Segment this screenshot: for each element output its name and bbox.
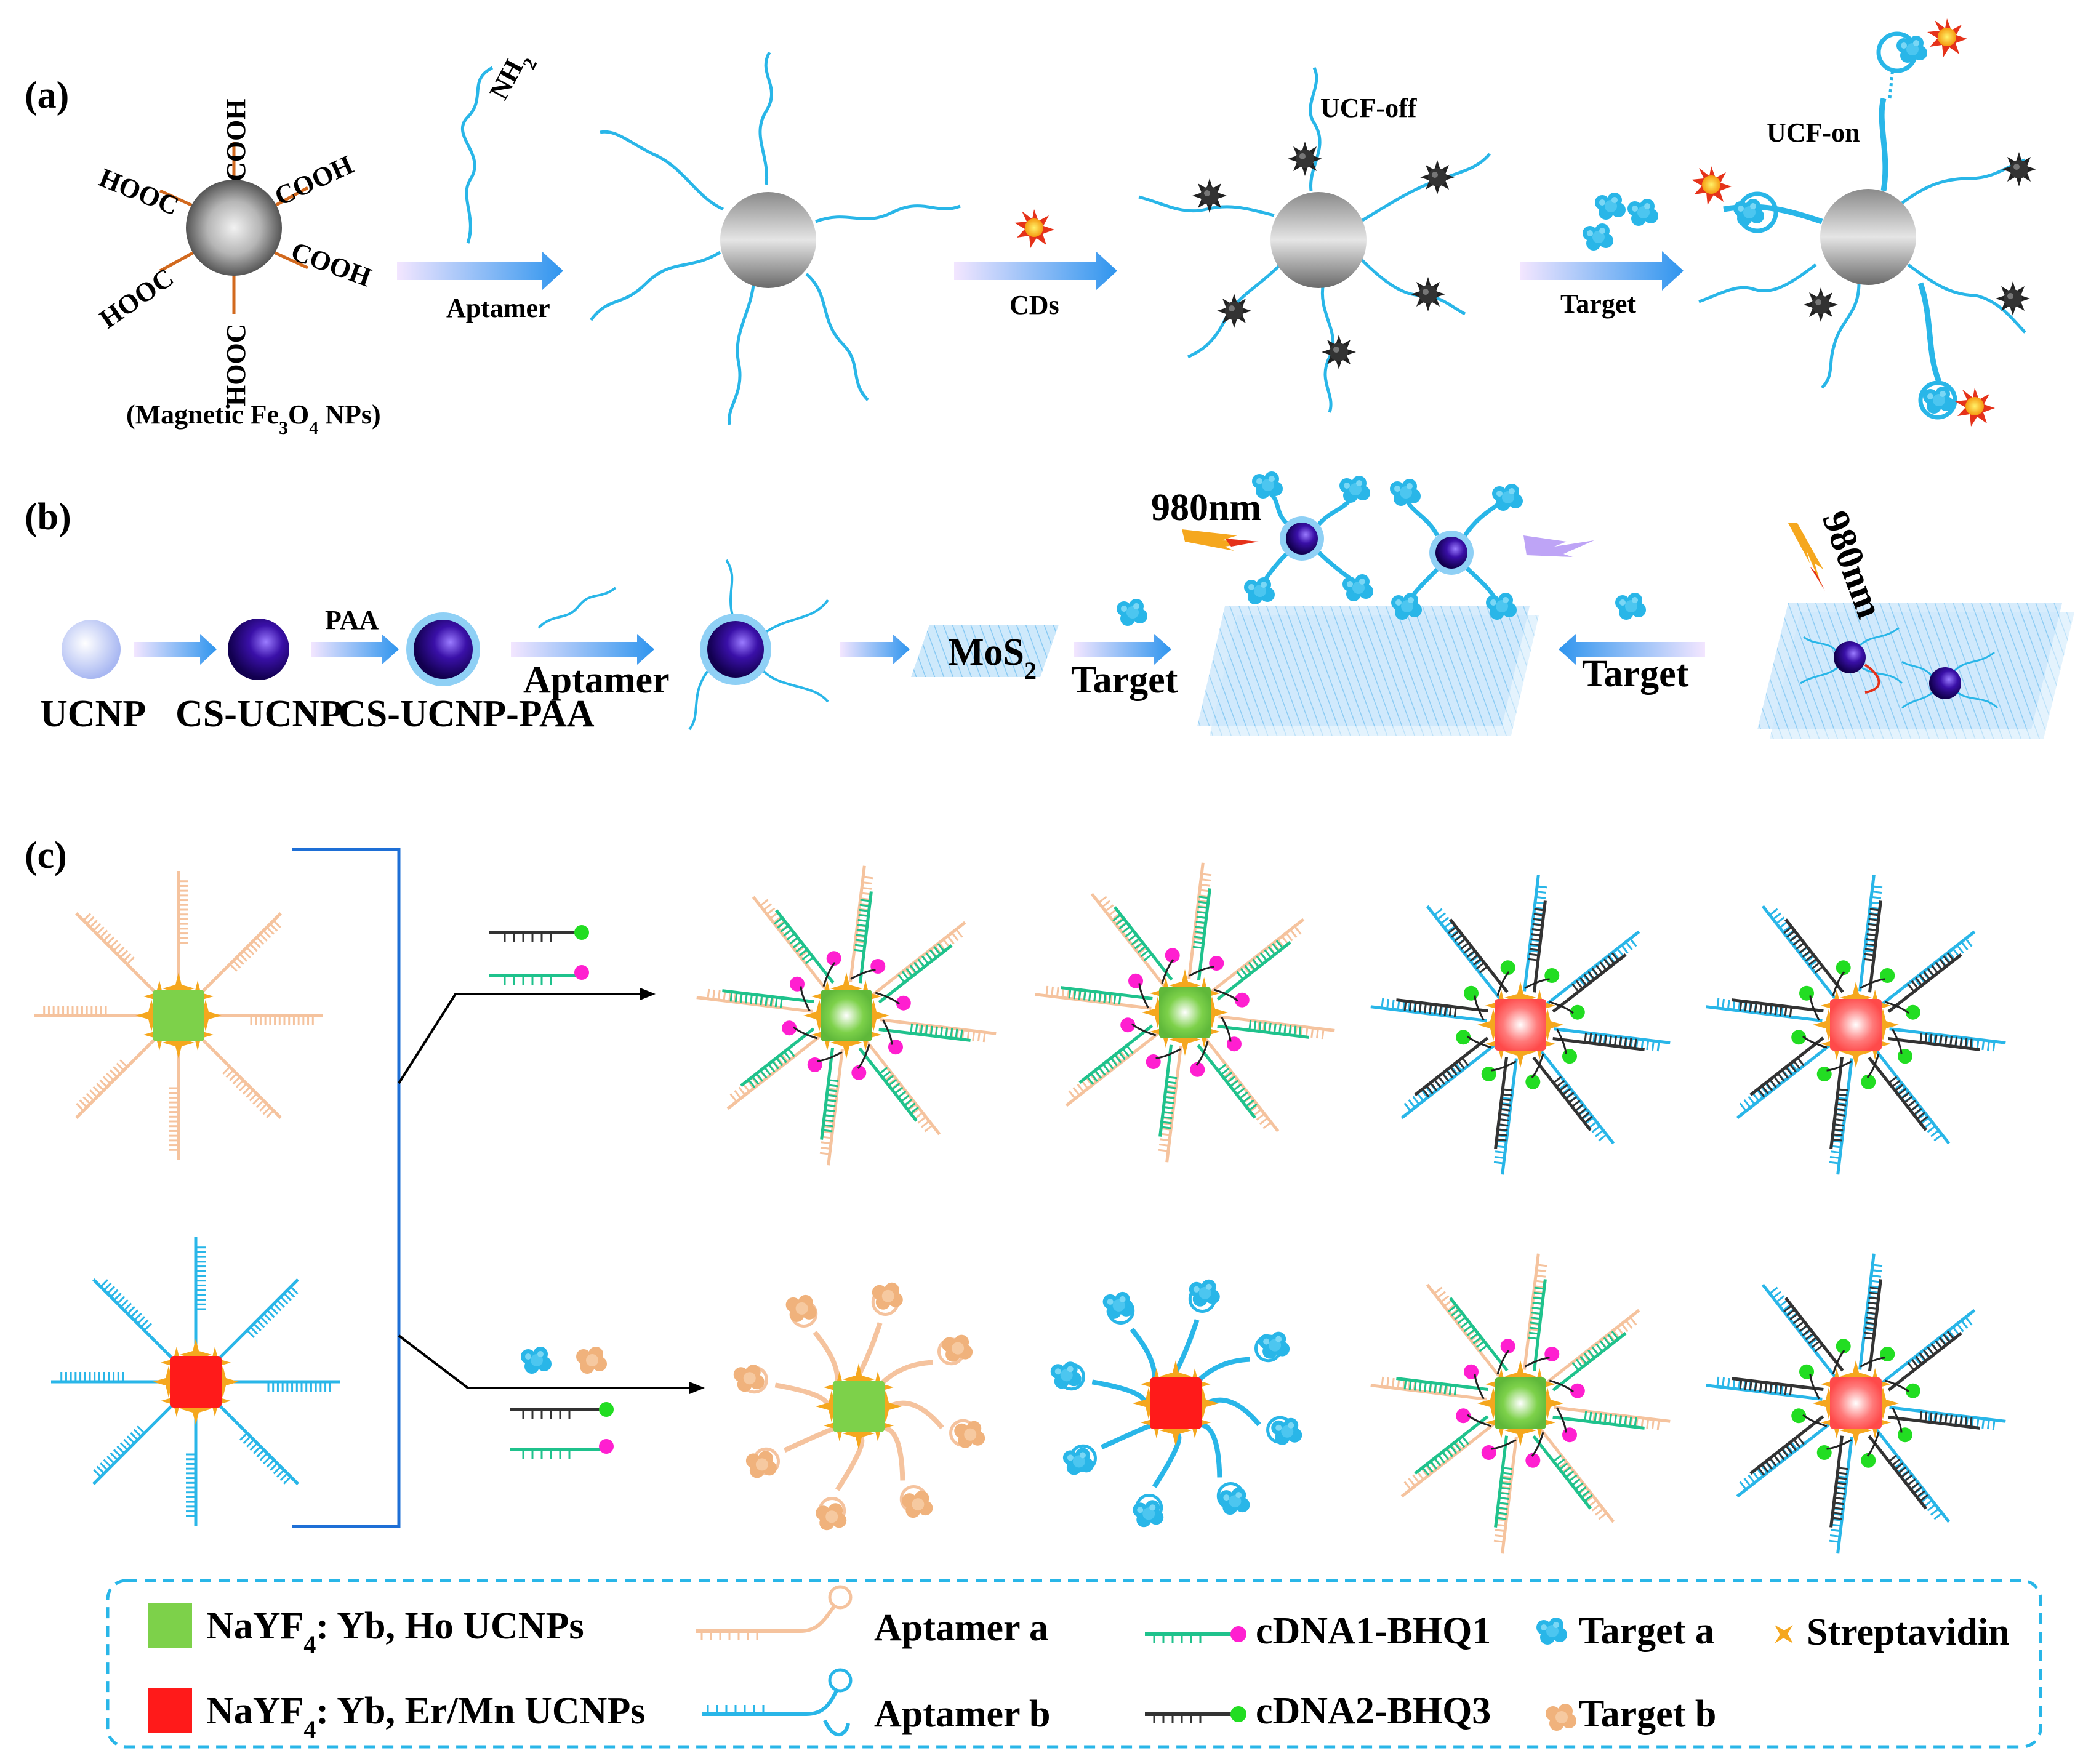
arrow-ucnp-cs xyxy=(134,634,217,665)
legend-ho-label: NaYF4: Yb, Ho UCNPs xyxy=(206,1605,584,1658)
cs-ucnp-paa-core xyxy=(414,620,473,679)
paa-label: PAA xyxy=(325,605,379,635)
magnetic-nps-label: (Magnetic Fe3O4 NPs) xyxy=(126,399,381,438)
mos2-label: MoS2 xyxy=(948,631,1037,684)
legend-streptavidin-label: Streptavidin xyxy=(1807,1611,2010,1653)
legend-ho-swatch xyxy=(148,1603,192,1648)
legend-target-b-label: Target b xyxy=(1579,1693,1716,1735)
ucnp-target-bound-cluster xyxy=(733,1282,985,1531)
released-ucnp-probe-2 xyxy=(1390,479,1523,620)
arrow-lower xyxy=(398,1334,689,1389)
arrow-target-b2 xyxy=(1559,634,1705,665)
aptamer-strand-nh2 xyxy=(460,66,494,244)
arrow-cds-label: CDs xyxy=(1009,290,1059,320)
ucf-off-label: UCF-off xyxy=(1320,93,1418,123)
released-ucnp-probe-1 xyxy=(1244,471,1373,604)
ucf-on-label: UCF-on xyxy=(1767,118,1860,148)
arrow-to-mos2 xyxy=(840,634,910,665)
quenched-probe-1 xyxy=(1800,627,1903,684)
hooc-left1-label: HOOC xyxy=(95,162,183,222)
target-icon xyxy=(1595,193,1626,220)
ucf-off-sphere xyxy=(1138,66,1491,413)
arrow-aptamer-b xyxy=(511,634,654,665)
legend-aptamer-a-label: Aptamer a xyxy=(874,1607,1048,1649)
legend-target-a-icon xyxy=(1536,1618,1567,1645)
laser-980nm-icon xyxy=(1182,529,1259,551)
ucnp-aptamer-cluster xyxy=(51,1237,340,1526)
quenched-probe-2 xyxy=(1901,651,1999,709)
arrow-upper-head xyxy=(640,988,656,1000)
legend-er-swatch xyxy=(148,1688,192,1733)
ucnp-hybrid-cluster xyxy=(1035,862,1335,1163)
legend-aptamer-a-icon xyxy=(696,1585,853,1640)
aptamer-ucnp-particle xyxy=(688,559,829,731)
target-icon xyxy=(1627,199,1658,226)
aptamer-b-label: Aptamer xyxy=(523,659,670,701)
legend-target-b-icon xyxy=(1546,1704,1576,1731)
panel-a-label: (a) xyxy=(25,74,69,116)
arrow-target-a xyxy=(1520,251,1684,291)
hooc-left2-label: HOOC xyxy=(94,262,179,334)
arrow-cds xyxy=(954,251,1117,291)
aptamer-coated-sphere xyxy=(590,51,961,425)
cooh-right2-label: COOH xyxy=(287,236,375,292)
emission-light-icon xyxy=(1523,535,1594,557)
arrow-target-b1 xyxy=(1074,634,1171,665)
arrow-upper xyxy=(398,993,640,1084)
legend-aptamer-b-icon xyxy=(702,1668,853,1737)
cd-sun-icon xyxy=(1014,209,1054,248)
free-aptamer-b xyxy=(537,587,617,629)
panel-b-label: (b) xyxy=(25,496,71,538)
split-bracket xyxy=(292,848,401,1528)
ucnp-hybrid-cluster xyxy=(1370,1253,1671,1554)
legend-aptamer-b-label: Aptamer b xyxy=(874,1693,1050,1735)
reagents-cdna-upper xyxy=(489,925,589,985)
arrow-aptamer-label: Aptamer xyxy=(446,293,550,323)
legend-target-a-label: Target a xyxy=(1579,1610,1714,1652)
target-b1-label: Target xyxy=(1071,659,1178,701)
ucnp-hybrid-cluster xyxy=(1370,875,1671,1175)
laser-980nm-label-1: 980nm xyxy=(1151,487,1261,529)
panel-c-label: (c) xyxy=(25,835,67,876)
laser-980nm-icon xyxy=(1788,523,1825,591)
ucnp-target-bound-cluster xyxy=(1050,1279,1302,1528)
ucnp-hybrid-cluster xyxy=(1706,1253,2006,1554)
ucnp-label: UCNP xyxy=(40,693,146,735)
mos2-sheet-large-back xyxy=(1210,615,1539,736)
cooh-right1-label: COOH xyxy=(270,150,358,212)
arrow-paa xyxy=(311,634,399,665)
nh2-label: NH2 xyxy=(484,46,541,108)
legend-er-label: NaYF4: Yb, Er/Mn UCNPs xyxy=(206,1690,645,1743)
cs-ucnp-paa-label: CS-UCNP-PAA xyxy=(339,693,595,735)
ucnp-probe-clusters xyxy=(34,862,2006,1554)
legend-cdna1-icon xyxy=(1145,1626,1246,1643)
energy-transfer-arrow xyxy=(1864,664,1880,694)
ucnp-particle xyxy=(62,620,121,679)
target-icon xyxy=(1615,593,1646,620)
ucnp-aptamer-cluster xyxy=(34,871,323,1160)
legend-cdna2-label: cDNA2-BHQ3 xyxy=(1256,1690,1491,1732)
arrow-target-label: Target xyxy=(1560,289,1636,319)
reagents-lower xyxy=(510,1347,614,1459)
target-icon xyxy=(1583,223,1613,251)
mos2-sheet xyxy=(911,625,1059,677)
cs-ucnp-particle xyxy=(228,619,289,680)
cooh-top-label: COOH xyxy=(221,99,251,182)
ucnp-hybrid-cluster xyxy=(696,865,997,1166)
ucf-on-sphere xyxy=(1692,18,2036,427)
arrow-aptamer xyxy=(397,251,563,291)
fe3o4-nanoparticle xyxy=(159,142,309,314)
target-b2-label: Target xyxy=(1582,653,1689,695)
legend-box xyxy=(106,1579,2042,1749)
target-icon xyxy=(1117,599,1147,626)
mos2-sheet-quenched-back xyxy=(1770,612,2074,739)
legend-cdna1-label: cDNA1-BHQ1 xyxy=(1256,1610,1491,1652)
ucnp-hybrid-cluster xyxy=(1706,875,2006,1175)
cs-ucnp-label: CS-UCNP xyxy=(175,693,343,735)
legend-streptavidin-icon xyxy=(1775,1625,1793,1643)
arrow-lower-head xyxy=(689,1382,705,1394)
hooc-bottom-label: HOOC xyxy=(221,324,251,406)
legend-cdna2-icon xyxy=(1145,1706,1246,1723)
